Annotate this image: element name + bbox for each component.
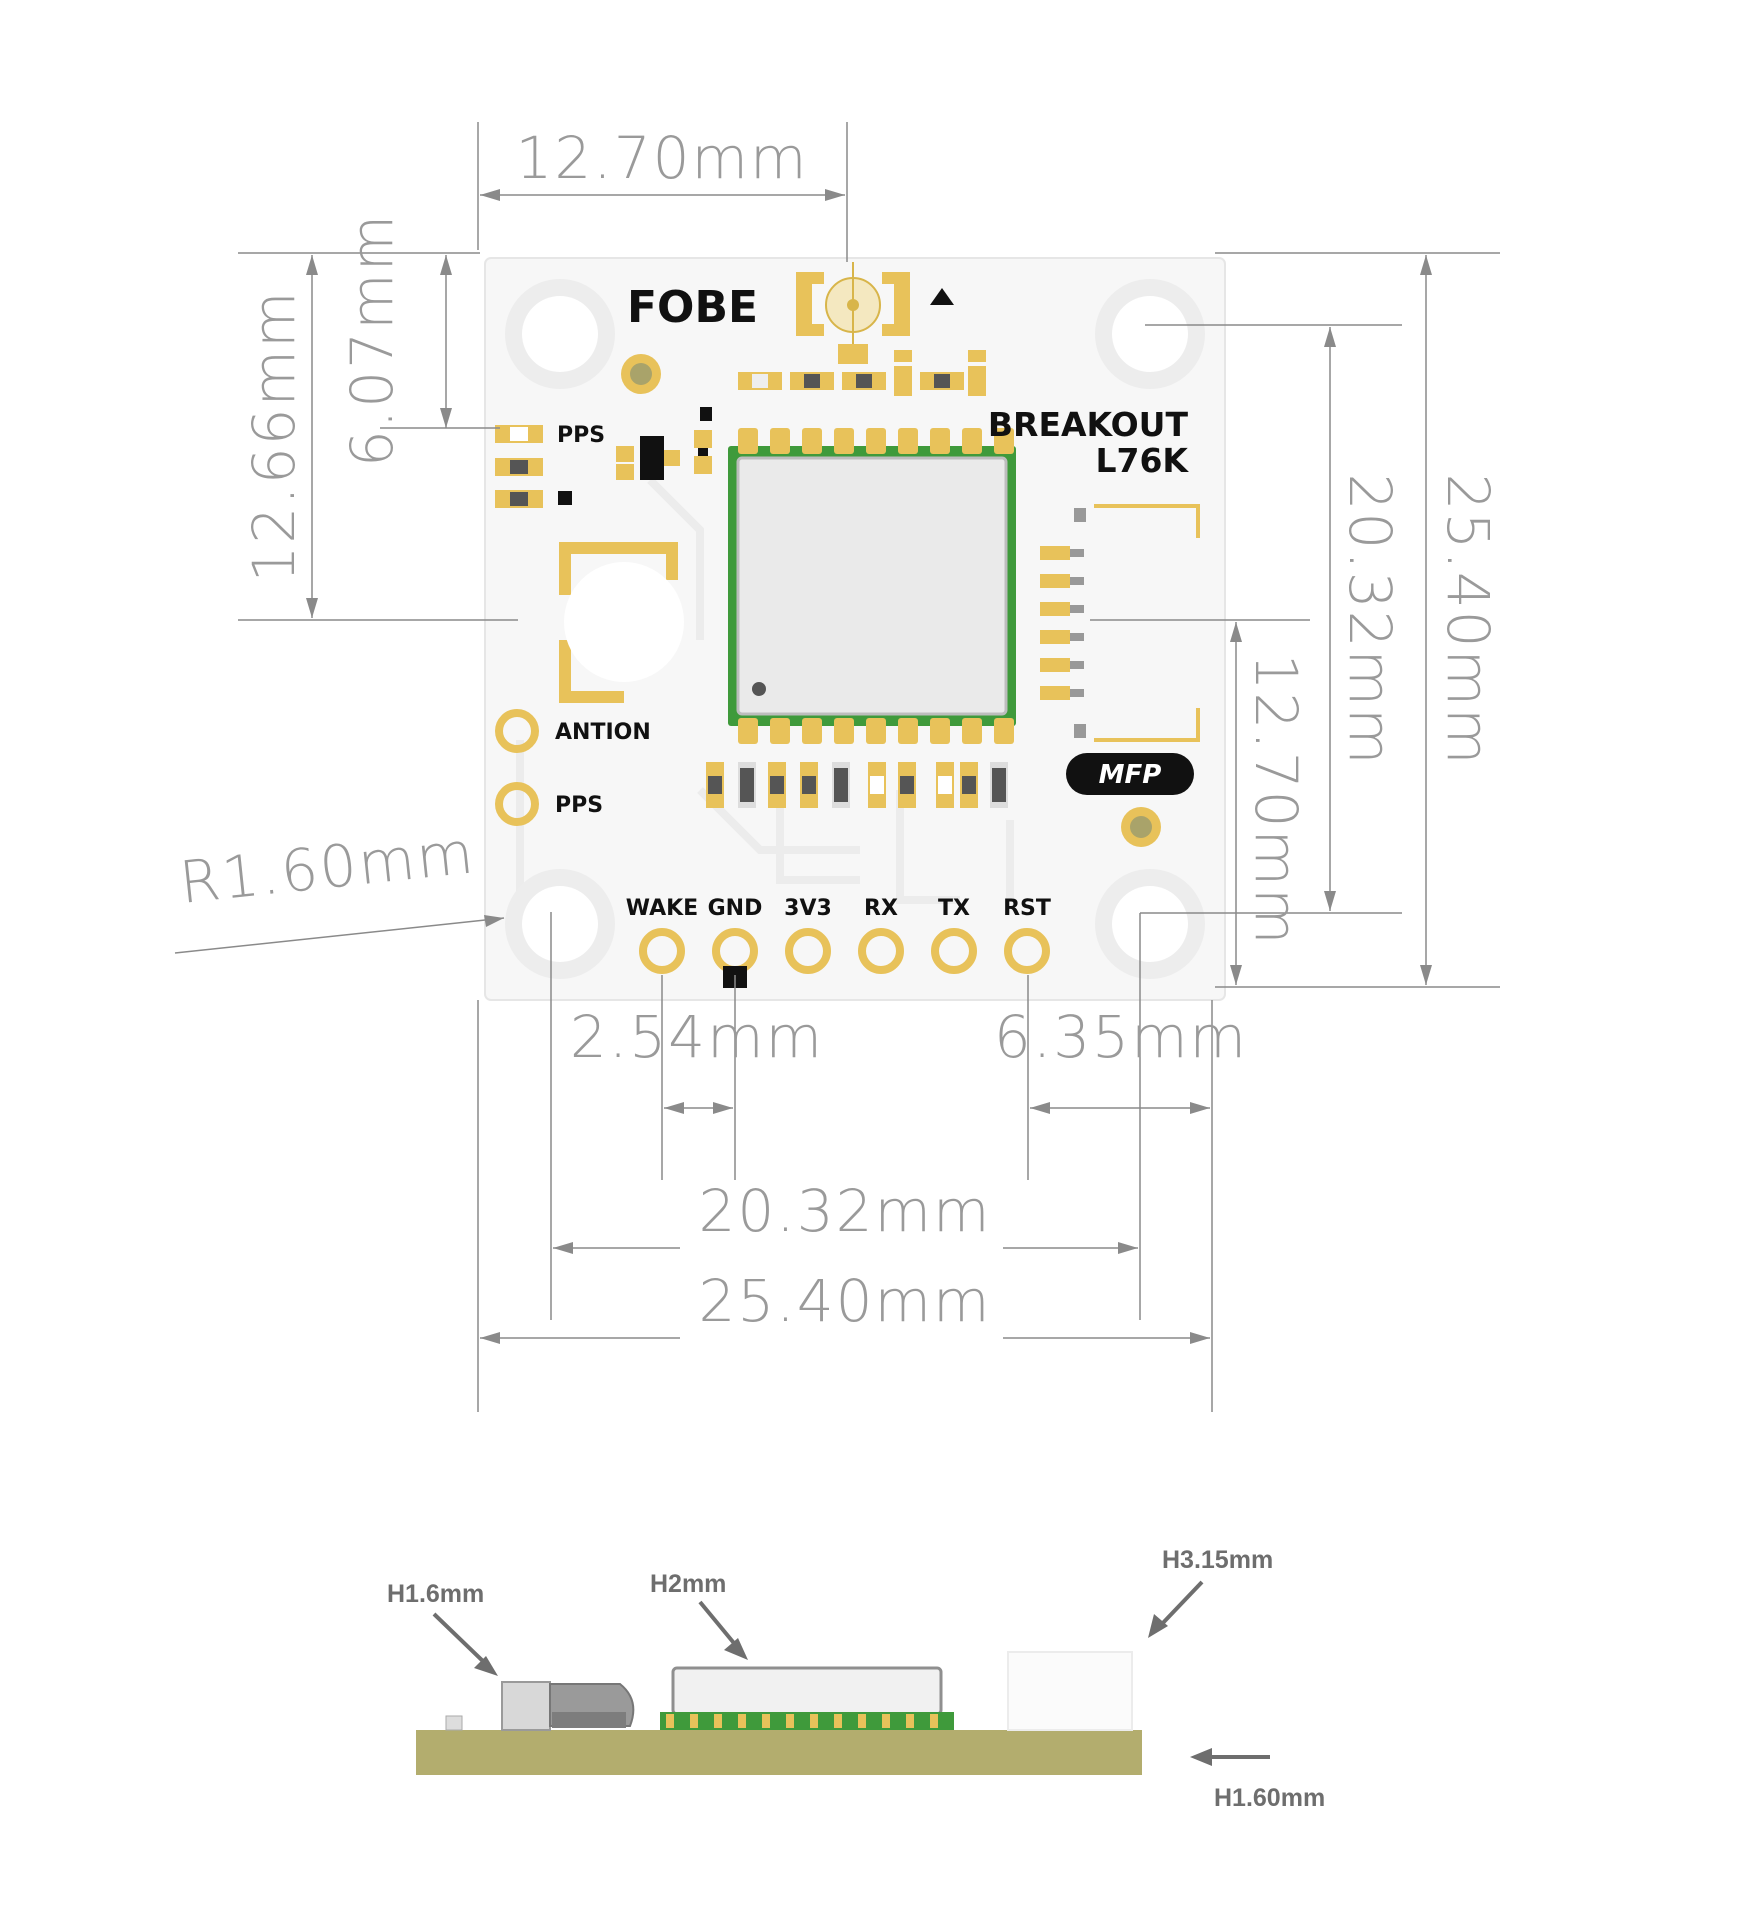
module-pads-top bbox=[738, 428, 1014, 454]
mounting-hole-top-left bbox=[505, 279, 615, 389]
side-connector bbox=[1007, 1651, 1133, 1731]
pin-pad-rx bbox=[858, 928, 904, 974]
dim-board-width: 25.40mm bbox=[698, 1267, 991, 1335]
mounting-hole-bottom-left bbox=[505, 869, 615, 979]
module-pads-bottom bbox=[738, 718, 1014, 744]
side-view: H1.6mm H2mm H3.15mm H1.60mm bbox=[387, 1546, 1325, 1812]
pin-label-wake: WAKE bbox=[626, 896, 698, 921]
top-passives bbox=[738, 350, 986, 396]
ufl-connector bbox=[796, 262, 954, 364]
header-pins: WAKE GND 3V3 RX TX RST bbox=[626, 896, 1051, 988]
mounting-hole-top-right bbox=[1095, 279, 1205, 389]
arrow-icon bbox=[1148, 1614, 1168, 1638]
pcb-top-view: FOBE bbox=[484, 257, 1226, 1001]
pin-label-rst: RST bbox=[1003, 896, 1051, 921]
pin-label-gnd: GND bbox=[708, 896, 763, 921]
pps-pad bbox=[495, 782, 539, 826]
jst-connector bbox=[1040, 504, 1200, 742]
l76k-module bbox=[728, 428, 1016, 744]
dim-hole-span: 20.32mm bbox=[698, 1177, 991, 1245]
dim-right-inner: 12.70mm bbox=[1242, 653, 1310, 946]
pps-label-bottom: PPS bbox=[555, 793, 603, 818]
svg-text:MFP: MFP bbox=[1099, 760, 1162, 790]
dim-right-outer: 25.40mm bbox=[1434, 473, 1502, 766]
dim-corner-radius: R1.60mm bbox=[176, 818, 478, 917]
mfp-badge: MFP bbox=[1066, 753, 1194, 795]
fobe-logo: FOBE bbox=[627, 282, 758, 333]
antenna-outline bbox=[559, 542, 684, 703]
dim-pin-pitch: 2.54mm bbox=[570, 1003, 824, 1071]
pin-pad-wake bbox=[639, 928, 685, 974]
dimension-lines: 12.70mm 12.66mm 6.07mm 25.40mm 20.32mm 1… bbox=[174, 122, 1502, 1412]
pin-pad-tx bbox=[931, 928, 977, 974]
left-passives bbox=[495, 407, 712, 508]
test-pads bbox=[621, 354, 1161, 847]
pps-label-top: PPS bbox=[557, 423, 605, 448]
dim-top-offset: 12.70mm bbox=[515, 124, 808, 192]
board-model: L76K bbox=[1095, 441, 1189, 480]
pin1-triangle-icon bbox=[930, 288, 954, 305]
board-title: BREAKOUT bbox=[988, 405, 1189, 444]
arrow-icon bbox=[724, 1638, 748, 1660]
arrow-icon bbox=[474, 1656, 498, 1676]
svg-text:FOBE: FOBE bbox=[627, 282, 758, 333]
label-module-height: H2mm bbox=[650, 1570, 726, 1598]
arrow-icon bbox=[1190, 1748, 1212, 1766]
dim-edge-offset: 6.35mm bbox=[994, 1003, 1248, 1071]
pin-label-3v3: 3V3 bbox=[784, 896, 832, 921]
pin-label-rx: RX bbox=[864, 896, 898, 921]
pin-label-tx: TX bbox=[938, 896, 970, 921]
dim-left-outer: 12.66mm bbox=[240, 289, 308, 582]
label-board-thickness: H1.60mm bbox=[1214, 1784, 1325, 1812]
dim-left-inner: 6.07mm bbox=[338, 213, 406, 467]
bottom-passives bbox=[706, 762, 1008, 808]
pcb-traces bbox=[516, 477, 1014, 910]
label-connector-height: H3.15mm bbox=[1162, 1546, 1273, 1574]
side-antenna bbox=[501, 1681, 635, 1731]
antion-pad bbox=[495, 709, 539, 753]
mounting-holes bbox=[505, 279, 1205, 979]
pin-pad-3v3 bbox=[785, 928, 831, 974]
mounting-hole-bottom-right bbox=[1095, 869, 1205, 979]
side-module bbox=[660, 1666, 954, 1730]
pin-pad-rst bbox=[1004, 928, 1050, 974]
label-antenna-height: H1.6mm bbox=[387, 1580, 484, 1608]
dim-right-mid: 20.32mm bbox=[1336, 473, 1404, 766]
antion-label: ANTION bbox=[555, 720, 651, 745]
pcb-side bbox=[416, 1730, 1142, 1775]
pin1-dot-icon bbox=[752, 682, 766, 696]
